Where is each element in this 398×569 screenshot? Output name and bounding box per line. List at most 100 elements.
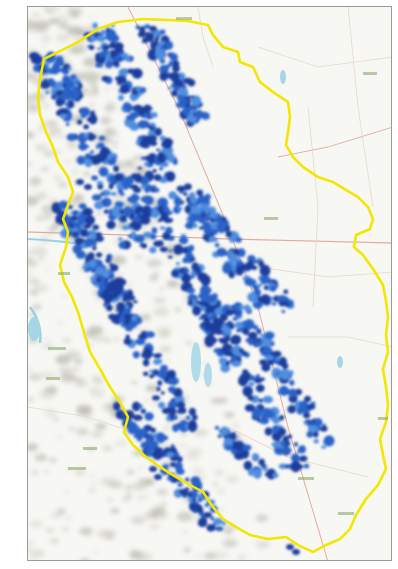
habitat-patch [253,341,263,347]
habitat-patch [156,386,161,392]
habitat-patch [145,31,151,37]
terrain-texture [163,426,170,430]
terrain-texture [131,515,146,525]
terrain-texture [125,489,130,493]
habitat-patch [195,300,200,303]
terrain-texture [66,140,76,146]
habitat-patch [154,127,162,137]
habitat-patch [195,109,204,119]
habitat-patch [185,477,190,482]
habitat-patch [142,359,150,367]
terrain-texture [56,435,63,440]
habitat-patch [134,205,144,214]
habitat-patch [248,381,255,387]
habitat-patch [283,289,289,295]
habitat-patch [169,72,180,81]
habitat-patch [178,268,185,274]
habitat-patch [204,512,212,518]
habitat-patch [125,334,130,340]
habitat-patch [113,401,121,411]
habitat-patch [249,375,256,381]
habitat-patch [83,133,89,138]
terrain-texture [132,482,147,491]
habitat-patch [106,220,116,230]
habitat-patch [267,359,275,366]
habitat-patch [186,287,196,294]
terrain-texture [35,214,46,222]
habitat-patch [168,249,173,252]
habitat-patch [53,60,63,67]
terrain-texture [104,88,110,92]
habitat-patch [48,68,55,74]
habitat-patch [163,72,170,77]
terrain-texture [32,304,42,310]
habitat-patch [159,246,168,252]
terrain-texture [115,439,128,447]
habitat-patch [143,36,149,42]
habitat-patch [260,294,271,305]
terrain-texture [104,529,117,538]
habitat-patch [123,337,132,345]
terrain-texture [146,384,158,392]
habitat-patch [82,207,93,216]
habitat-patch [64,102,70,107]
terrain-texture [65,516,72,520]
terrain-texture [61,527,70,532]
terrain-texture [81,558,90,560]
habitat-patch [96,180,104,185]
terrain-texture [87,325,103,335]
habitat-patch [159,167,164,171]
habitat-patch [172,424,179,433]
habitat-patch [214,425,220,430]
habitat-patch [147,130,157,137]
terrain-texture [76,404,92,415]
habitat-patch [233,248,240,255]
habitat-patch [279,414,285,421]
terrain-texture [28,272,33,277]
terrain-texture [191,466,204,475]
habitat-patch [120,415,125,420]
terrain-texture [225,474,240,484]
habitat-patch [171,89,178,97]
habitat-patch [237,248,246,258]
terrain-texture [159,345,172,353]
terrain-texture [90,82,99,87]
habitat-patch [110,192,117,196]
habitat-patch [214,243,220,248]
habitat-patch [190,257,196,262]
terrain-texture [110,144,118,149]
habitat-patch [284,302,290,308]
habitat-patch [140,87,147,94]
terrain-texture [28,540,35,546]
habitat-patch [158,401,166,409]
terrain-texture [28,251,33,254]
place-label-mark [46,377,60,380]
study-area-boundary[interactable] [36,17,390,554]
lake [280,70,286,84]
habitat-patch [218,221,229,228]
habitat-patch [94,201,104,210]
habitat-patch [228,254,239,264]
habitat-patch [67,67,72,70]
terrain-texture [218,508,224,512]
habitat-patch [264,427,273,436]
habitat-patch [143,112,150,119]
habitat-patches [29,22,335,555]
habitat-patch [161,148,168,154]
map-frame[interactable] [27,6,392,561]
habitat-patch [133,188,137,193]
road [347,7,374,208]
habitat-patch [289,379,295,386]
habitat-patch [181,285,188,292]
terrain-texture [89,16,94,19]
terrain-texture [193,428,208,437]
habitat-patch [31,56,38,64]
habitat-patch [276,356,281,361]
habitat-patch [298,445,306,454]
habitat-patch [261,363,271,372]
place-label-mark [378,417,388,420]
map-canvas[interactable] [28,7,392,561]
road [288,336,391,347]
habitat-patch [323,438,331,446]
terrain-texture [130,380,138,385]
